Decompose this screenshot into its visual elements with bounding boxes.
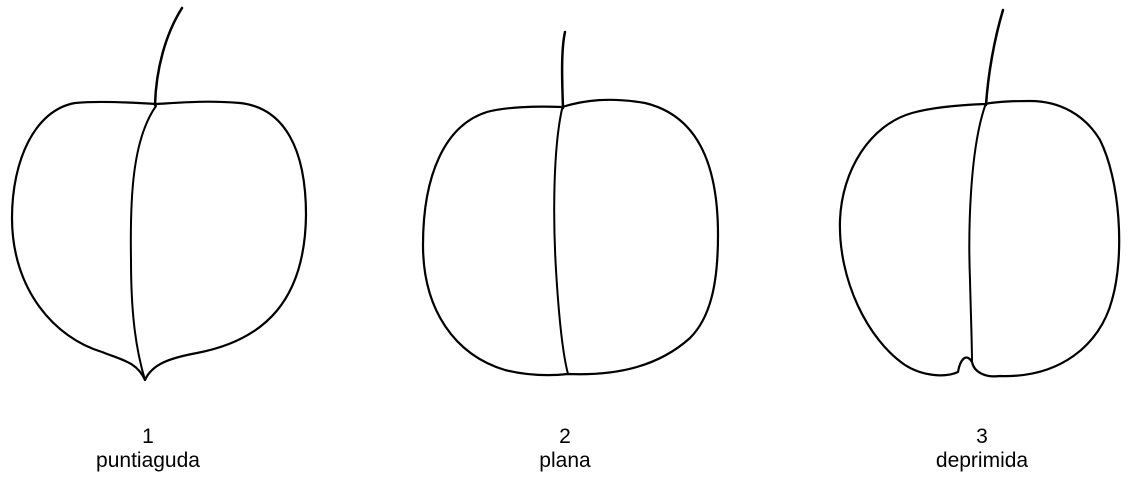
- fruit-drawing-deprimida: [840, 10, 1119, 376]
- caption-number: 3: [882, 425, 1082, 449]
- fruit-stem: [562, 32, 565, 108]
- caption-number: 1: [48, 425, 248, 449]
- caption-label: puntiaguda: [48, 449, 248, 473]
- fruit-outline: [12, 102, 306, 380]
- fruit-stem: [155, 8, 182, 105]
- fruit-suture: [554, 109, 568, 374]
- caption-deprimida: 3 deprimida: [882, 425, 1082, 473]
- fruit-stem: [986, 10, 1003, 105]
- caption-label: plana: [465, 449, 665, 473]
- caption-label: deprimida: [882, 449, 1082, 473]
- caption-puntiaguda: 1 puntiaguda: [48, 425, 248, 473]
- caption-number: 2: [465, 425, 665, 449]
- fruit-outline: [840, 101, 1119, 376]
- fruit-outline: [423, 100, 718, 375]
- fruit-suture: [131, 106, 156, 380]
- fruit-drawing-puntiaguda: [12, 8, 306, 380]
- fruit-drawing-plana: [423, 32, 718, 375]
- fruit-suture: [969, 106, 985, 362]
- caption-plana: 2 plana: [465, 425, 665, 473]
